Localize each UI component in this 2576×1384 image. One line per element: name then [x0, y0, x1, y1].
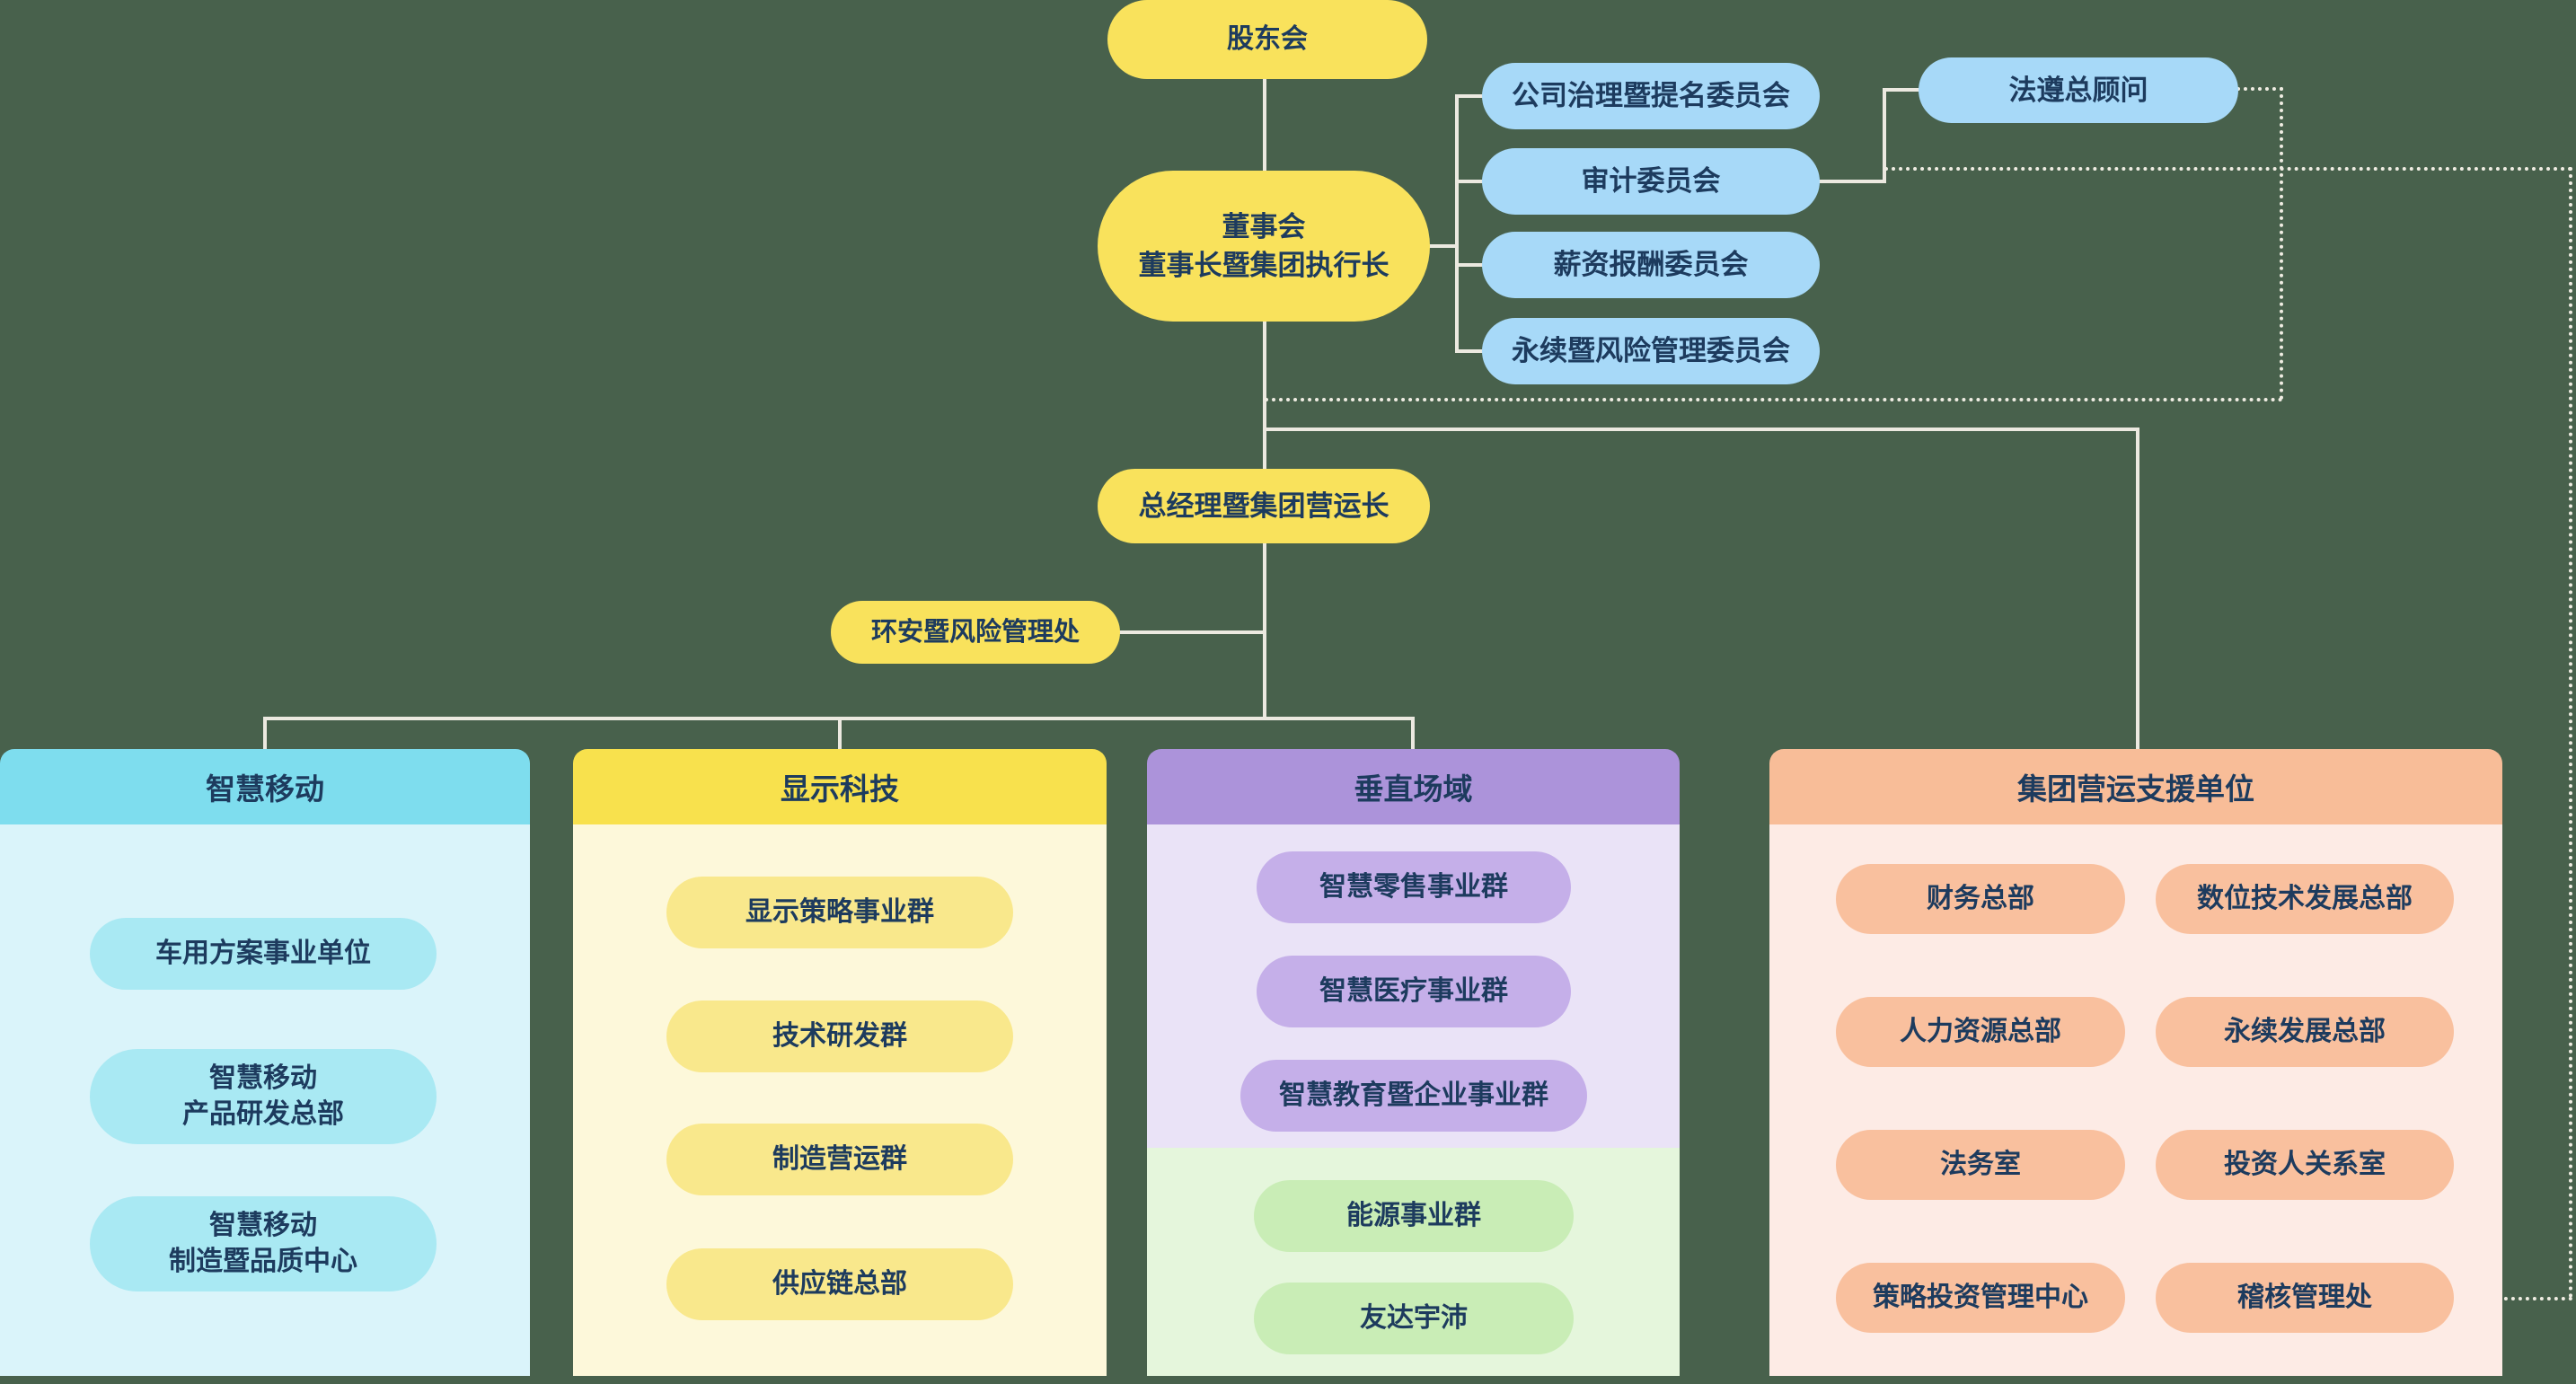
node-investor-relations-label: 投资人关系室: [2224, 1150, 2386, 1179]
node-internal-audit-label: 稽核管理处: [2237, 1283, 2372, 1312]
node-internal-audit: 稽核管理处: [2156, 1263, 2454, 1333]
dotted-compliance-board: [1265, 398, 2283, 401]
node-mobility-mfg-quality: 智慧移动 制造暨品质中心: [90, 1196, 437, 1291]
node-board-line2: 董事长暨集团执行长: [1138, 250, 1389, 281]
node-energy-business: 能源事业群: [1254, 1180, 1574, 1252]
node-board-line1: 董事会: [1222, 210, 1306, 242]
node-energy-business-label: 能源事业群: [1346, 1201, 1481, 1230]
node-hr-hq: 人力资源总部: [1836, 997, 2125, 1067]
node-investor-relations: 投资人关系室: [2156, 1130, 2454, 1200]
node-smart-education-enterprise-label: 智慧教育暨企业事业群: [1279, 1080, 1548, 1110]
connector-shareholders-board: [1263, 77, 1266, 174]
node-smart-healthcare-label: 智慧医疗事业群: [1319, 976, 1508, 1006]
connector-ehs: [1118, 630, 1265, 634]
node-smart-retail: 智慧零售事业群: [1257, 851, 1571, 923]
group-header-group-support-label: 集团营运支援单位: [2017, 772, 2254, 806]
node-president-label: 总经理暨集团营运长: [1138, 489, 1389, 522]
connector-board-support-v: [2136, 428, 2139, 751]
node-smart-retail-label: 智慧零售事业群: [1319, 872, 1508, 902]
node-manufacturing-ops-label: 制造营运群: [772, 1144, 907, 1174]
node-auo-envirotech: 友达宇沛: [1254, 1283, 1574, 1354]
connector-audit-compliance-h2: [1883, 88, 1922, 92]
node-finance-hq-label: 财务总部: [1927, 884, 2034, 913]
node-display-strategy-label: 显示策略事业群: [745, 897, 934, 927]
group-header-display-tech: 显示科技: [573, 749, 1107, 824]
node-committee-compensation-label: 薪资报酬委员会: [1553, 249, 1749, 281]
node-mobility-product-rd-line2: 产品研发总部: [182, 1099, 344, 1129]
connector-split-stub-vertical: [1411, 717, 1415, 753]
node-smart-education-enterprise: 智慧教育暨企业事业群: [1240, 1060, 1587, 1132]
node-strategic-investment: 策略投资管理中心: [1836, 1263, 2125, 1333]
group-header-smart-mobility-label: 智慧移动: [206, 772, 324, 806]
node-finance-hq: 财务总部: [1836, 864, 2125, 934]
node-manufacturing-ops: 制造营运群: [666, 1124, 1013, 1195]
connector-committee-stub-compensation: [1455, 263, 1484, 267]
node-tech-rd-group: 技术研发群: [666, 1001, 1013, 1072]
node-mobility-mfg-quality-line1: 智慧移动: [209, 1210, 317, 1240]
node-sustainability-hq: 永续发展总部: [2156, 997, 2454, 1067]
dotted-audit-internal-audit: [2454, 1297, 2572, 1300]
connector-board-support-h: [1263, 428, 2139, 431]
connector-board-president: [1263, 320, 1266, 471]
node-digital-tech-hq-label: 数位技术发展总部: [2197, 884, 2413, 913]
node-legal-office: 法务室: [1836, 1130, 2125, 1200]
node-shareholders-label: 股东会: [1227, 24, 1308, 54]
group-header-vertical-domains: 垂直场域: [1147, 749, 1680, 824]
connector-committee-bracket: [1455, 94, 1459, 353]
node-mobility-product-rd-line1: 智慧移动: [209, 1062, 317, 1093]
dotted-audit-down: [2569, 167, 2572, 1299]
node-strategic-investment-label: 策略投资管理中心: [1873, 1283, 2088, 1312]
dotted-compliance-right: [2236, 87, 2283, 91]
node-ehs-risk-dept-label: 环安暨风险管理处: [870, 617, 1080, 647]
group-header-smart-mobility: 智慧移动: [0, 749, 530, 824]
node-sustainability-hq-label: 永续发展总部: [2224, 1017, 2386, 1046]
node-committee-compensation: 薪资报酬委员会: [1482, 232, 1820, 298]
node-compliance-counsel-label: 法遵总顾问: [2008, 74, 2148, 106]
connector-committee-stub-governance: [1455, 94, 1484, 98]
connector-audit-compliance-h1: [1818, 180, 1886, 183]
node-president: 总经理暨集团营运长: [1098, 469, 1430, 543]
node-shareholders: 股东会: [1107, 0, 1427, 79]
node-compliance-counsel: 法遵总顾问: [1919, 57, 2238, 123]
node-board: 董事会 董事长暨集团执行长: [1098, 171, 1430, 322]
node-digital-tech-hq: 数位技术发展总部: [2156, 864, 2454, 934]
connector-committee-stub-audit: [1455, 180, 1484, 183]
node-automotive-solutions-label: 车用方案事业单位: [155, 939, 371, 968]
connector-board-bracket: [1428, 244, 1459, 248]
connector-audit-compliance-v: [1883, 88, 1886, 183]
connector-president-split: [1263, 542, 1266, 720]
node-mobility-mfg-quality-line2: 制造暨品质中心: [169, 1247, 357, 1276]
node-committee-governance: 公司治理暨提名委员会: [1482, 63, 1820, 129]
connector-split-stub-display: [838, 717, 842, 753]
group-header-vertical-domains-label: 垂直场域: [1354, 772, 1473, 806]
node-committee-audit-label: 审计委员会: [1581, 165, 1721, 198]
node-committee-governance-label: 公司治理暨提名委员会: [1512, 80, 1790, 112]
node-smart-healthcare: 智慧医疗事业群: [1257, 956, 1571, 1027]
connector-split-stub-mobility: [263, 717, 267, 753]
node-committee-sustainability-risk-label: 永续暨风险管理委员会: [1512, 335, 1790, 367]
node-ehs-risk-dept: 环安暨风险管理处: [831, 601, 1120, 664]
group-header-group-support: 集团营运支援单位: [1769, 749, 2502, 824]
node-hr-hq-label: 人力资源总部: [1900, 1017, 2061, 1046]
node-committee-sustainability-risk: 永续暨风险管理委员会: [1482, 318, 1820, 384]
node-auo-envirotech-label: 友达宇沛: [1360, 1303, 1468, 1333]
node-supply-chain-hq-label: 供应链总部: [772, 1269, 907, 1299]
node-tech-rd-group-label: 技术研发群: [772, 1021, 907, 1051]
node-legal-office-label: 法务室: [1940, 1150, 2021, 1179]
dotted-compliance-down: [2280, 87, 2283, 400]
connector-committee-stub-sustainability: [1455, 349, 1484, 353]
group-header-display-tech-label: 显示科技: [781, 772, 899, 806]
node-supply-chain-hq: 供应链总部: [666, 1248, 1013, 1320]
dotted-audit-right: [1884, 167, 2572, 171]
node-mobility-product-rd: 智慧移动 产品研发总部: [90, 1049, 437, 1144]
node-display-strategy: 显示策略事业群: [666, 877, 1013, 948]
node-automotive-solutions: 车用方案事业单位: [90, 918, 437, 990]
node-committee-audit: 审计委员会: [1482, 148, 1820, 215]
